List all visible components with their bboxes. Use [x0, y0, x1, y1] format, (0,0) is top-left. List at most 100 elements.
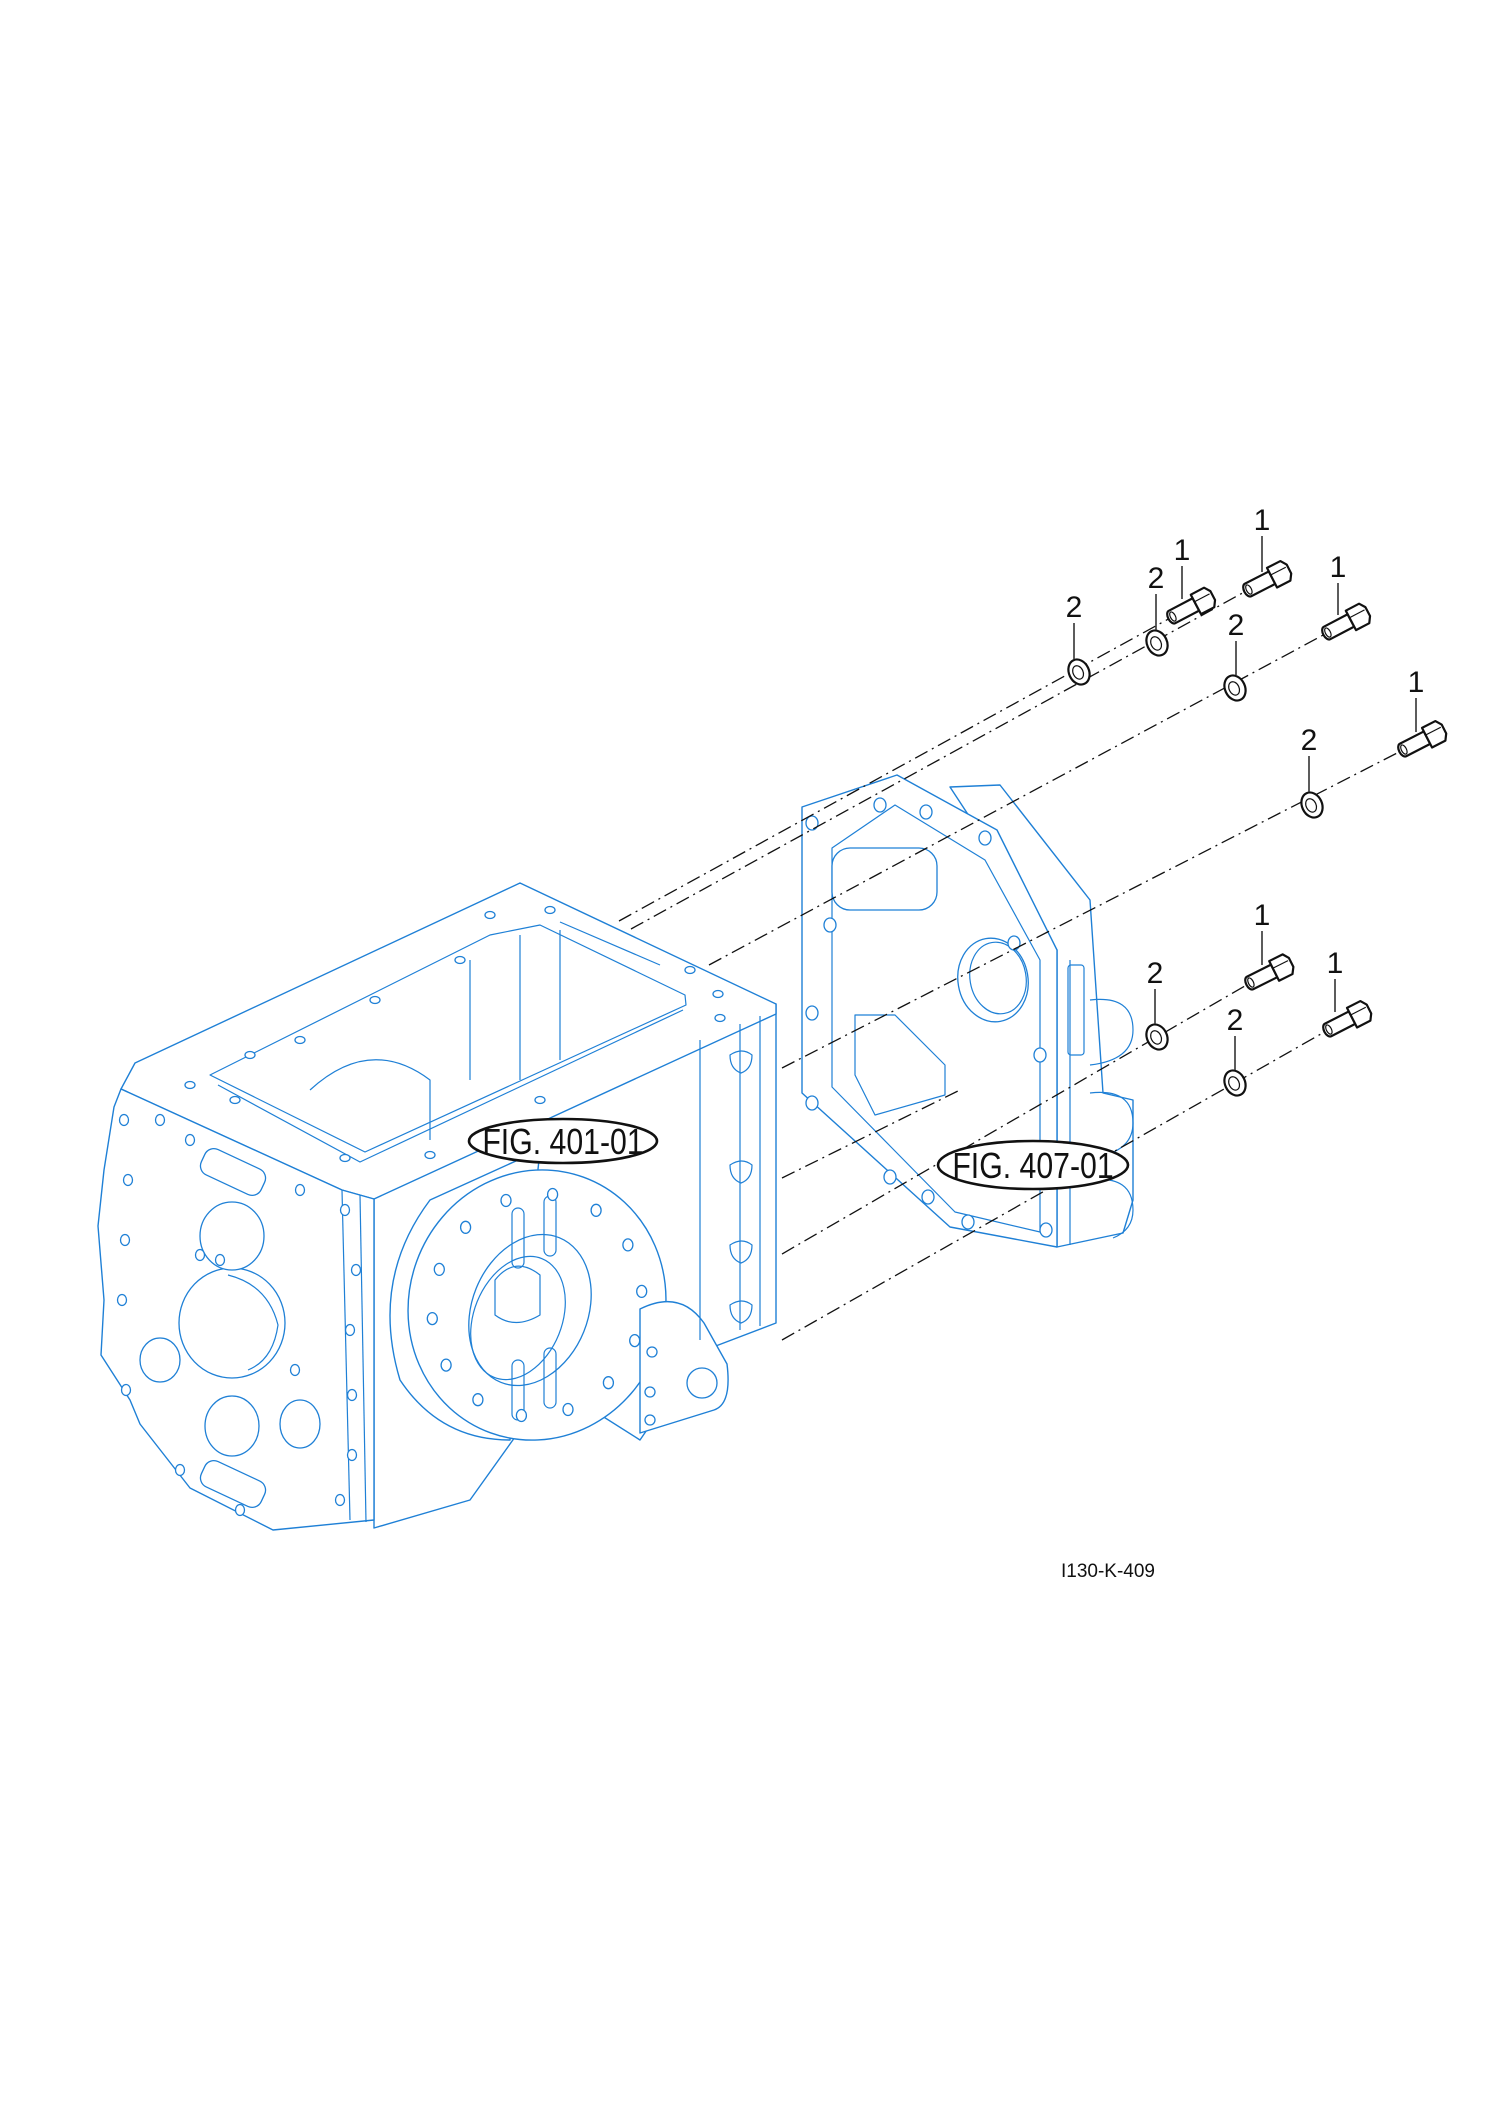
- bolt-hole: [154, 1113, 166, 1127]
- bolt-hole: [919, 804, 933, 820]
- bolt-hole: [174, 1463, 186, 1477]
- bolt-hole: [805, 1095, 819, 1111]
- bolt-hole: [339, 1153, 351, 1163]
- bolt-hole: [346, 1388, 358, 1402]
- callout-number: 1: [1254, 504, 1271, 537]
- bolt-hole: [534, 1095, 546, 1105]
- flange-hole: [500, 1193, 512, 1208]
- callout-number: 1: [1327, 947, 1344, 980]
- callout-number: 2: [1147, 957, 1164, 990]
- bolt-hole: [714, 1013, 726, 1023]
- flange-bolt-holes: [426, 1187, 648, 1423]
- bolt[interactable]: 1: [1319, 947, 1374, 1042]
- flange-hole: [440, 1358, 452, 1372]
- bolt[interactable]: 1: [1318, 551, 1372, 645]
- bolt-hole: [712, 989, 724, 999]
- flange-hole: [602, 1376, 615, 1390]
- transmission-housing: [97, 882, 777, 1531]
- flange-hole: [515, 1408, 528, 1423]
- bolt-hole: [116, 1293, 128, 1307]
- bolt-hole: [346, 1448, 358, 1462]
- bolt-hole: [684, 965, 696, 975]
- bolt-hole: [294, 1035, 306, 1045]
- flange-hole: [433, 1262, 445, 1277]
- center-line: [630, 589, 1249, 930]
- drawing-code: I130-K-409: [1061, 1561, 1155, 1582]
- flange-hole: [426, 1311, 438, 1326]
- bolt-hole: [119, 1233, 131, 1247]
- washer[interactable]: 2: [1142, 957, 1171, 1053]
- callout-number: 2: [1301, 724, 1318, 757]
- flange-hole: [472, 1393, 484, 1407]
- bolt-hole: [921, 1189, 935, 1205]
- figure-ref-label: FIG. 401-01: [482, 1123, 643, 1163]
- bolt-hole: [350, 1263, 362, 1277]
- center-line: [781, 749, 1404, 1069]
- bolt-hole: [118, 1113, 130, 1127]
- bolt-hole: [454, 955, 466, 965]
- flange-hole: [459, 1220, 472, 1234]
- bolt-hole: [978, 830, 992, 846]
- washer[interactable]: 2: [1220, 1004, 1249, 1099]
- flange-hole: [546, 1187, 559, 1202]
- figure-ref-407-01[interactable]: FIG. 407-01: [936, 1139, 1130, 1191]
- callout-number: 1: [1330, 551, 1347, 584]
- callout-number: 1: [1174, 534, 1191, 567]
- bolt-hole: [1033, 1047, 1047, 1063]
- cover-bolt-holes: [805, 797, 1053, 1238]
- callout-number: 2: [1228, 609, 1245, 642]
- bolt-hole: [424, 1150, 436, 1160]
- bolt-hole: [369, 995, 381, 1005]
- bolt-hole: [339, 1203, 351, 1217]
- bolt-hole: [184, 1080, 196, 1090]
- washer[interactable]: 2: [1142, 562, 1171, 659]
- bolt[interactable]: 1: [1242, 899, 1297, 995]
- washer[interactable]: 2: [1297, 724, 1326, 821]
- callout-number: 2: [1148, 562, 1165, 595]
- bolt-hole: [214, 1253, 226, 1267]
- washer[interactable]: 2: [1064, 591, 1093, 688]
- flange-hole: [562, 1402, 574, 1417]
- bolt-hole: [544, 905, 556, 915]
- bolt-hole: [1007, 935, 1021, 951]
- callout-number: 1: [1254, 899, 1271, 932]
- figure-ref-401-01[interactable]: FIG. 401-01: [467, 1117, 659, 1165]
- callout-number: 2: [1227, 1004, 1244, 1037]
- bolt[interactable]: 1: [1239, 504, 1294, 602]
- bolt-hole: [344, 1323, 356, 1337]
- bolt-hole: [244, 1050, 256, 1060]
- bolt-hole: [883, 1169, 897, 1185]
- bolt-hole: [184, 1133, 196, 1147]
- figure-ref-label: FIG. 407-01: [952, 1147, 1113, 1187]
- bolt-hole: [122, 1173, 134, 1187]
- flange-hole: [629, 1333, 641, 1348]
- top-face-bolt-holes: [184, 905, 726, 1163]
- bolt-hole: [194, 1248, 206, 1262]
- bolt[interactable]: 1: [1394, 666, 1449, 762]
- bolt-hole: [1039, 1222, 1053, 1238]
- flange-hole: [590, 1203, 602, 1217]
- flange-hole: [636, 1284, 648, 1299]
- bolt-hole: [120, 1383, 132, 1397]
- bolt-hole: [294, 1183, 306, 1197]
- bolt-hole: [334, 1493, 346, 1507]
- center-line: [781, 982, 1251, 1255]
- bolt-hole: [805, 1005, 819, 1021]
- bolt-hole: [484, 910, 496, 920]
- bolt-hole: [873, 797, 887, 813]
- bolt-hole: [961, 1214, 975, 1230]
- center-line: [781, 1089, 961, 1179]
- bolt-hole: [229, 1095, 241, 1105]
- bolt[interactable]: 1: [1163, 534, 1217, 629]
- flange-hole: [622, 1238, 634, 1252]
- bolt-hole: [289, 1363, 301, 1377]
- callout-number: 2: [1066, 591, 1083, 624]
- bolt-hole: [805, 815, 819, 831]
- front-face-bolt-holes: [116, 1113, 362, 1517]
- callout-number: 1: [1408, 666, 1425, 699]
- bolt-hole: [234, 1503, 246, 1517]
- washer[interactable]: 2: [1220, 609, 1249, 704]
- bolt-hole: [823, 917, 837, 933]
